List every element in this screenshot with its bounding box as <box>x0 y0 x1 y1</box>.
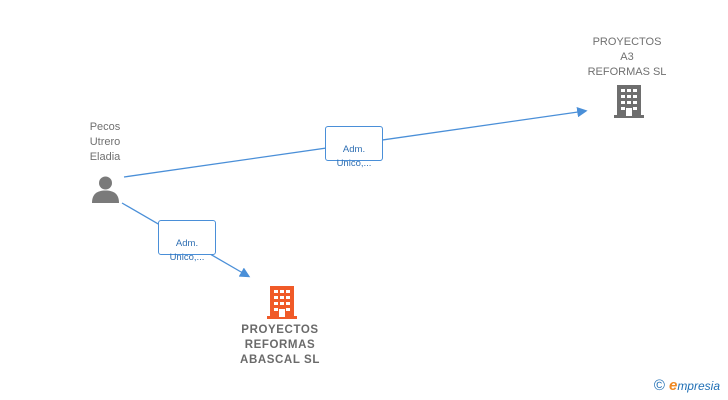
company-a3-name: PROYECTOS A3 REFORMAS SL <box>587 36 667 78</box>
building-icon <box>267 286 297 319</box>
edge-label-to-a3[interactable]: Adm. Unico,... <box>325 126 383 169</box>
edge-label-text: Adm. Unico,... <box>336 144 372 169</box>
brand-initial: e <box>668 377 678 394</box>
edge-label-text: Adm. Unico,... <box>169 238 205 263</box>
company-abascal-name: PROYECTOS REFORMAS ABASCAL SL <box>240 324 320 366</box>
building-icon <box>614 85 644 118</box>
empresia-logo: ©empresia <box>654 377 720 394</box>
company-a3-node[interactable]: PROYECTOS A3 REFORMAS SL <box>572 35 682 80</box>
company-abascal-node[interactable]: PROYECTOS REFORMAS ABASCAL SL <box>215 323 345 368</box>
person-icon <box>92 176 119 203</box>
brand-name: mpresia <box>677 379 720 393</box>
edge-label-to-abascal[interactable]: Adm. Unico,... <box>158 220 216 263</box>
copyright-icon: © <box>653 377 665 394</box>
person-node[interactable]: Pecos Utrero Eladia <box>70 120 140 165</box>
person-name: Pecos Utrero Eladia <box>89 121 121 163</box>
